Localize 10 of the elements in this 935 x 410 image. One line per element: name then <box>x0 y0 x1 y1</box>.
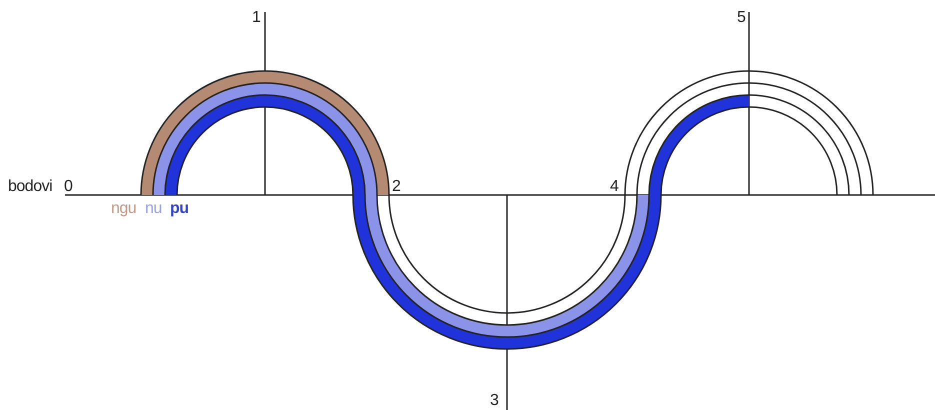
point-label: 1 <box>252 9 260 27</box>
band-label: ngu <box>111 200 136 218</box>
band-label: pu <box>170 200 189 218</box>
point-label: 4 <box>610 178 618 196</box>
axis-label: bodovi <box>8 178 52 196</box>
point-label: 0 <box>64 178 72 196</box>
band-label: nu <box>145 200 162 218</box>
point-label: 2 <box>392 178 400 196</box>
point-label: 5 <box>737 9 746 27</box>
point-label: 3 <box>490 392 498 410</box>
